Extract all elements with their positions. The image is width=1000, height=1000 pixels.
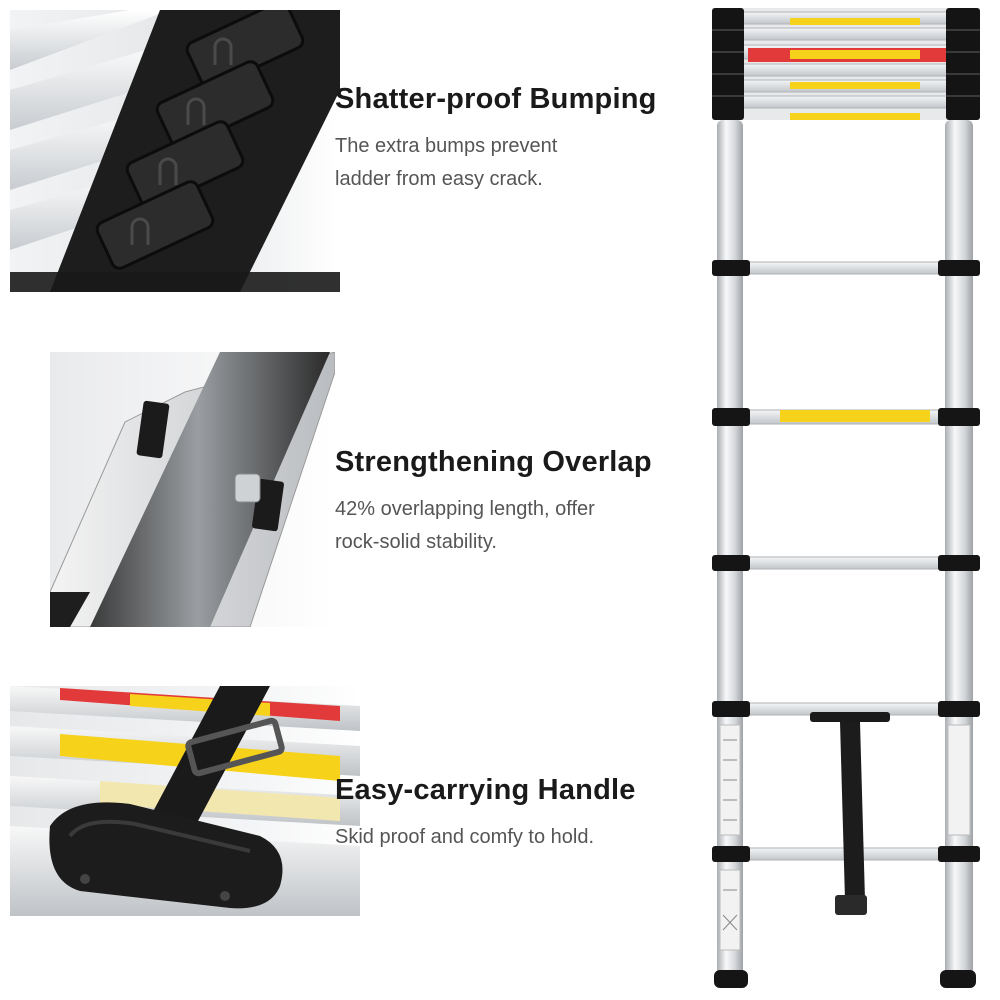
feature-title: Shatter-proof Bumping (335, 83, 657, 115)
feature-description: The extra bumps prevent ladder from easy… (335, 130, 657, 196)
feature-shatter-proof: Shatter-proof Bumping The extra bumps pr… (335, 83, 657, 196)
feature-description: Skid proof and comfy to hold. (335, 821, 636, 854)
overlap-closeup-photo (50, 352, 335, 627)
feature-description-line: Skid proof and comfy to hold. (335, 826, 595, 848)
feature-carrying-handle: Easy-carrying Handle Skid proof and comf… (335, 774, 636, 854)
feature-description-line: ladder from easy crack. (335, 168, 543, 190)
feature-strengthening-overlap: Strengthening Overlap 42% overlapping le… (335, 446, 652, 559)
feature-title: Strengthening Overlap (335, 446, 652, 478)
feature-description: 42% overlapping length, offer rock-solid… (335, 493, 652, 559)
feature-description-line: rock-solid stability. (335, 531, 497, 553)
handle-closeup-photo (10, 686, 360, 916)
feature-description-line: The extra bumps prevent (335, 135, 558, 157)
telescopic-ladder-photo (700, 0, 995, 1000)
bumping-closeup-photo (10, 10, 340, 292)
feature-title: Easy-carrying Handle (335, 774, 636, 806)
feature-description-line: 42% overlapping length, offer (335, 498, 595, 520)
